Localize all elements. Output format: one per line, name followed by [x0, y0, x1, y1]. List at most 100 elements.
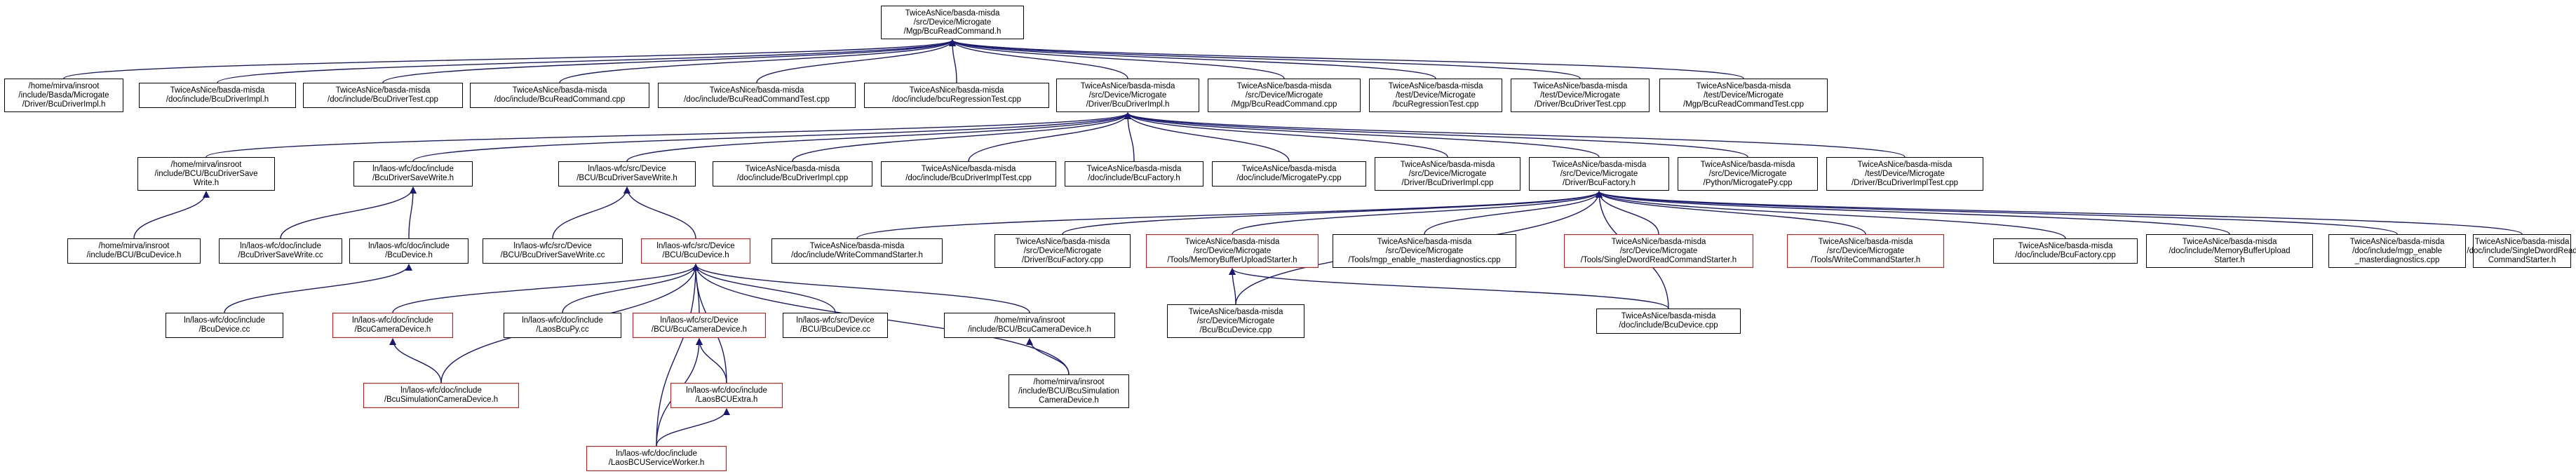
node-line: TwiceAsNice/basda-misda: [1551, 160, 1647, 169]
node-line: /doc/include/BcuReadCommandTest.cpp: [684, 95, 830, 104]
node-doc-mgp-enable-masterdiagnostics-cpp[interactable]: TwiceAsNice/basda-misda/doc/include/mgp_…: [2328, 234, 2466, 268]
node-line: ln/laos-wfc/src/Device: [513, 242, 592, 250]
node-line: TwiceAsNice/basda-misda: [1388, 81, 1483, 90]
node-line: TwiceAsNice/basda-misda: [2182, 237, 2277, 246]
node-doc-bcufactory-cpp[interactable]: TwiceAsNice/basda-misda/doc/include/BcuF…: [1993, 238, 2138, 264]
node-src-bcudevice-h[interactable]: ln/laos-wfc/src/Device/BCU/BcuDevice.h: [641, 238, 750, 264]
node-doc-bcucameradevice-h[interactable]: ln/laos-wfc/doc/include/BcuCameraDevice.…: [332, 313, 453, 338]
node-src-mgp-enable-masterdiagnostics-cpp[interactable]: TwiceAsNice/basda-misda/src/Device/Micro…: [1333, 234, 1516, 268]
node-line: /Mgp/BcuReadCommand.h: [903, 27, 1002, 36]
node-line: /include/BCU/BcuDriverSave: [154, 169, 258, 178]
node-line: TwiceAsNice/basda-misda: [921, 165, 1016, 173]
node-doc-bcudevice-cc[interactable]: ln/laos-wfc/doc/include/BcuDevice.cc: [166, 313, 283, 338]
node-test-bcuregressiontest-cpp[interactable]: TwiceAsNice/basda-misda/test/Device/Micr…: [1369, 79, 1502, 112]
node-line: TwiceAsNice/basda-misda: [1696, 81, 1791, 90]
node-doc-bcudriverimpl-h[interactable]: TwiceAsNice/basda-misda/doc/include/BcuD…: [139, 83, 296, 108]
node-doc-microgatepy-cpp[interactable]: TwiceAsNice/basda-misda/doc/include/Micr…: [1212, 161, 1366, 187]
node-line: _masterdiagnostics.cpp: [2354, 255, 2440, 264]
node-src-bcu-bcudevice-cpp[interactable]: TwiceAsNice/basda-misda/src/Device/Micro…: [1167, 304, 1304, 338]
node-line: /BCU/BcuDevice.h: [662, 251, 729, 259]
node-doc-bcudriversavewrite-cc[interactable]: ln/laos-wfc/doc/include/BcuDriverSaveWri…: [219, 238, 342, 264]
node-doc-bcureadcommandtest-cpp[interactable]: TwiceAsNice/basda-misda/doc/include/BcuR…: [658, 83, 856, 108]
node-line: TwiceAsNice/basda-misda: [809, 242, 905, 250]
edge-m10-to-n7: [1124, 112, 1748, 158]
node-line: TwiceAsNice/basda-misda: [2349, 237, 2445, 246]
node-src-bcudriverimpl-h[interactable]: TwiceAsNice/basda-misda/src/Device/Micro…: [1056, 79, 1199, 112]
node-line: ln/laos-wfc/doc/include: [616, 449, 697, 458]
node-doc-bcudriverimpltest-cpp[interactable]: TwiceAsNice/basda-misda/doc/include/BcuD…: [881, 161, 1056, 187]
node-line: /Mgp/BcuReadCommandTest.cpp: [1683, 100, 1804, 109]
node-line: /src/Device/Microgate: [1245, 90, 1323, 100]
node-doc-laosbcupy-cc[interactable]: ln/laos-wfc/doc/include/LaosBcuPy.cc: [504, 313, 621, 338]
node-line: CommandStarter.h: [2488, 255, 2556, 264]
node-doc-writecommandstarter-h[interactable]: TwiceAsNice/basda-misda/doc/include/Writ…: [771, 238, 943, 264]
node-src-bcureadcommand-cpp[interactable]: TwiceAsNice/basda-misda/src/Device/Micro…: [1208, 79, 1361, 112]
node-doc-bcureadcommand-cpp[interactable]: TwiceAsNice/basda-misda/doc/include/BcuR…: [470, 83, 649, 108]
node-line: TwiceAsNice/basda-misda: [1015, 237, 1110, 246]
node-src-bcudevice-cc[interactable]: ln/laos-wfc/src/Device/BCU/BcuDevice.cc: [783, 313, 888, 338]
edge-r6-to-m9: [856, 191, 1603, 239]
node-test-bcudrivertest-cpp[interactable]: TwiceAsNice/basda-misda/test/Device/Micr…: [1511, 79, 1650, 112]
node-line: TwiceAsNice/basda-misda: [1857, 160, 1953, 169]
node-doc-memorybufferuploadstarter-h[interactable]: TwiceAsNice/basda-misda/doc/include/Memo…: [2146, 234, 2313, 268]
node-doc-bcudevice-cpp[interactable]: TwiceAsNice/basda-misda/doc/include/BcuD…: [1596, 309, 1741, 334]
node-doc-bcudrivertest-cpp[interactable]: TwiceAsNice/basda-misda/doc/include/BcuD…: [303, 83, 463, 108]
node-src-singledwordreadcommandstarter-h[interactable]: TwiceAsNice/basda-misda/src/Device/Micro…: [1564, 234, 1753, 268]
node-line: CameraDevice.h: [1039, 395, 1099, 405]
edge-n5-to-root: [756, 39, 956, 83]
node-doc-singledwordreadcommandstarter-h[interactable]: TwiceAsNice/basda-misda/doc/include/Sing…: [2467, 234, 2576, 268]
edge-m4-to-n7: [792, 112, 1131, 162]
node-line: /Tools/MemoryBufferUploadStarter.h: [1167, 255, 1297, 264]
edge-t2-to-s4: [696, 338, 727, 384]
node-line: /Driver/BcuDriverImplTest.cpp: [1851, 178, 1959, 187]
node-src-bcufactory-cpp[interactable]: TwiceAsNice/basda-misda/src/Device/Micro…: [994, 234, 1131, 268]
node-src-bcucameradevice-h[interactable]: ln/laos-wfc/src/Device/BCU/BcuCameraDevi…: [633, 313, 766, 338]
node-line: /BcuSimulationCameraDevice.h: [384, 395, 499, 404]
node-insroot-bcucameradevice-h[interactable]: /home/mirva/insroot/include/BCU/BcuCamer…: [944, 313, 1115, 338]
node-line: /src/Device/Microgate: [1826, 246, 1905, 255]
node-line: ln/laos-wfc/src/Device: [656, 242, 735, 250]
node-line: /src/Device/Microgate: [913, 18, 992, 27]
node-src-bcufactory-h[interactable]: TwiceAsNice/basda-misda/src/Device/Micro…: [1529, 157, 1669, 191]
node-doc-bcuregressiontest-cpp[interactable]: TwiceAsNice/basda-misda/doc/include/bcuR…: [864, 83, 1049, 108]
node-line: /doc/include/bcuRegressionTest.cpp: [891, 95, 1022, 104]
node-src-memorybufferuploadstarter-h[interactable]: TwiceAsNice/basda-misda/src/Device/Micro…: [1146, 234, 1319, 268]
edge-r5-to-m3: [623, 187, 696, 239]
node-line: ln/laos-wfc/doc/include: [686, 386, 767, 395]
node-line: ln/laos-wfc/src/Device: [588, 165, 666, 173]
node-line: ln/laos-wfc/doc/include: [368, 242, 450, 250]
node-line: /BcuDriverSaveWrite.h: [372, 174, 454, 182]
node-src-bcudriversavewrite-h[interactable]: ln/laos-wfc/src/Device/BCU/BcuDriverSave…: [558, 161, 696, 187]
node-doc-bcufactory-h[interactable]: TwiceAsNice/basda-misda/doc/include/BcuF…: [1065, 161, 1203, 187]
node-line: Starter.h: [2214, 255, 2245, 264]
node-doc-bcudriverimpl-cpp[interactable]: TwiceAsNice/basda-misda/doc/include/BcuD…: [713, 161, 872, 187]
node-line: /src/Device/Microgate: [1088, 90, 1167, 100]
node-line: /doc/include/BcuFactory.h: [1088, 174, 1180, 182]
edge-m8-to-n7: [1124, 112, 1448, 158]
node-line: TwiceAsNice/basda-misda: [1611, 237, 1706, 246]
node-src-bcudriversavewrite-cc[interactable]: ln/laos-wfc/src/Device/BCU/BcuDriverSave…: [483, 238, 623, 264]
node-line: ln/laos-wfc/doc/include: [184, 316, 265, 325]
edge-r1-to-m1: [133, 191, 210, 239]
node-line: /home/mirva/insroot: [98, 242, 170, 250]
node-doc-laosbcuserviceworker-h[interactable]: ln/laos-wfc/doc/include/LaosBCUServiceWo…: [586, 446, 727, 471]
node-doc-bcusimulationcameradevice-h[interactable]: ln/laos-wfc/doc/include/BcuSimulationCam…: [363, 383, 519, 408]
node-line: TwiceAsNice/basda-misda: [1700, 160, 1795, 169]
edge-r12-to-m9: [1596, 191, 2066, 239]
node-insroot-bcudevice-h[interactable]: /home/mirva/insroot/include/BCU/BcuDevic…: [67, 238, 201, 264]
node-src-bcudriverimpl-cpp[interactable]: TwiceAsNice/basda-misda/src/Device/Micro…: [1375, 157, 1520, 191]
node-insroot-bcudriversavewrite-h[interactable]: /home/mirva/insroot/include/BCU/BcuDrive…: [137, 157, 275, 191]
node-doc-bcudriversavewrite-h[interactable]: ln/laos-wfc/doc/include/BcuDriverSaveWri…: [353, 161, 473, 187]
node-line: /LaosBCUServiceWorker.h: [608, 459, 705, 467]
node-insroot-bcusimulationcameradevice-h[interactable]: /home/mirva/insroot/include/BCU/BcuSimul…: [1009, 374, 1129, 408]
node-test-bcureadcommandtest-cpp[interactable]: TwiceAsNice/basda-misda/test/Device/Micr…: [1659, 79, 1828, 112]
node-doc-bcudevice-h[interactable]: ln/laos-wfc/doc/include/BcuDevice.h: [349, 238, 468, 264]
node-src-microgatepy-cpp[interactable]: TwiceAsNice/basda-misda/src/Device/Micro…: [1678, 157, 1818, 191]
node-test-bcudriverimpltest-cpp[interactable]: TwiceAsNice/basda-misda/test/Device/Micr…: [1826, 157, 1983, 191]
node-src-writecommandstarter-h[interactable]: TwiceAsNice/basda-misda/src/Device/Micro…: [1787, 234, 1944, 268]
node-line: ln/laos-wfc/src/Device: [660, 316, 739, 325]
node-line: TwiceAsNice/basda-misda: [1818, 237, 1913, 246]
node-doc-laosbcuextra-h[interactable]: ln/laos-wfc/doc/include/LaosBCUExtra.h: [670, 383, 783, 408]
node-insroot-bcudriverimpl-h[interactable]: /home/mirva/insroot/include/Basda/Microg…: [4, 79, 123, 112]
node-root-bcureadcommand-h[interactable]: TwiceAsNice/basda-misda/src/Device/Micro…: [881, 6, 1024, 39]
